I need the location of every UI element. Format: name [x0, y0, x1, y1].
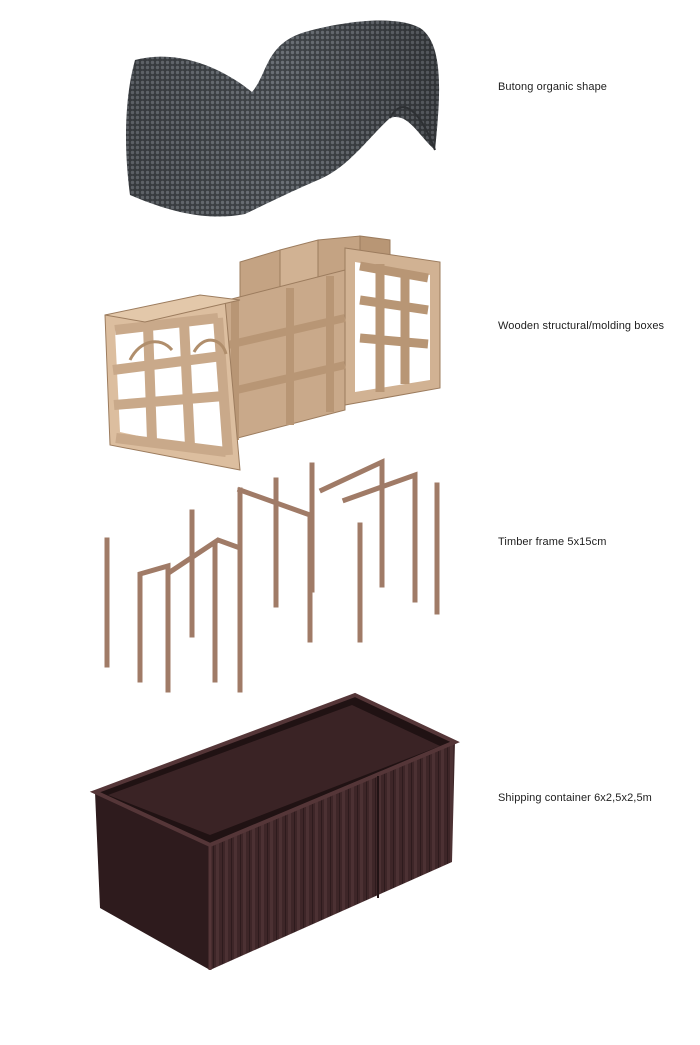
- label-wooden-molding-boxes: Wooden structural/molding boxes: [498, 320, 665, 332]
- butong-organic-shape: [125, 20, 440, 217]
- label-butong-organic-shape: Butong organic shape: [498, 81, 608, 93]
- shipping-container: [89, 692, 460, 970]
- label-shipping-container: Shipping container 6x2,5x2,5m: [498, 792, 652, 804]
- label-timber-frame: Timber frame 5x15cm: [498, 536, 607, 548]
- wooden-molding-boxes: [104, 235, 441, 471]
- timber-frame: [104, 458, 440, 693]
